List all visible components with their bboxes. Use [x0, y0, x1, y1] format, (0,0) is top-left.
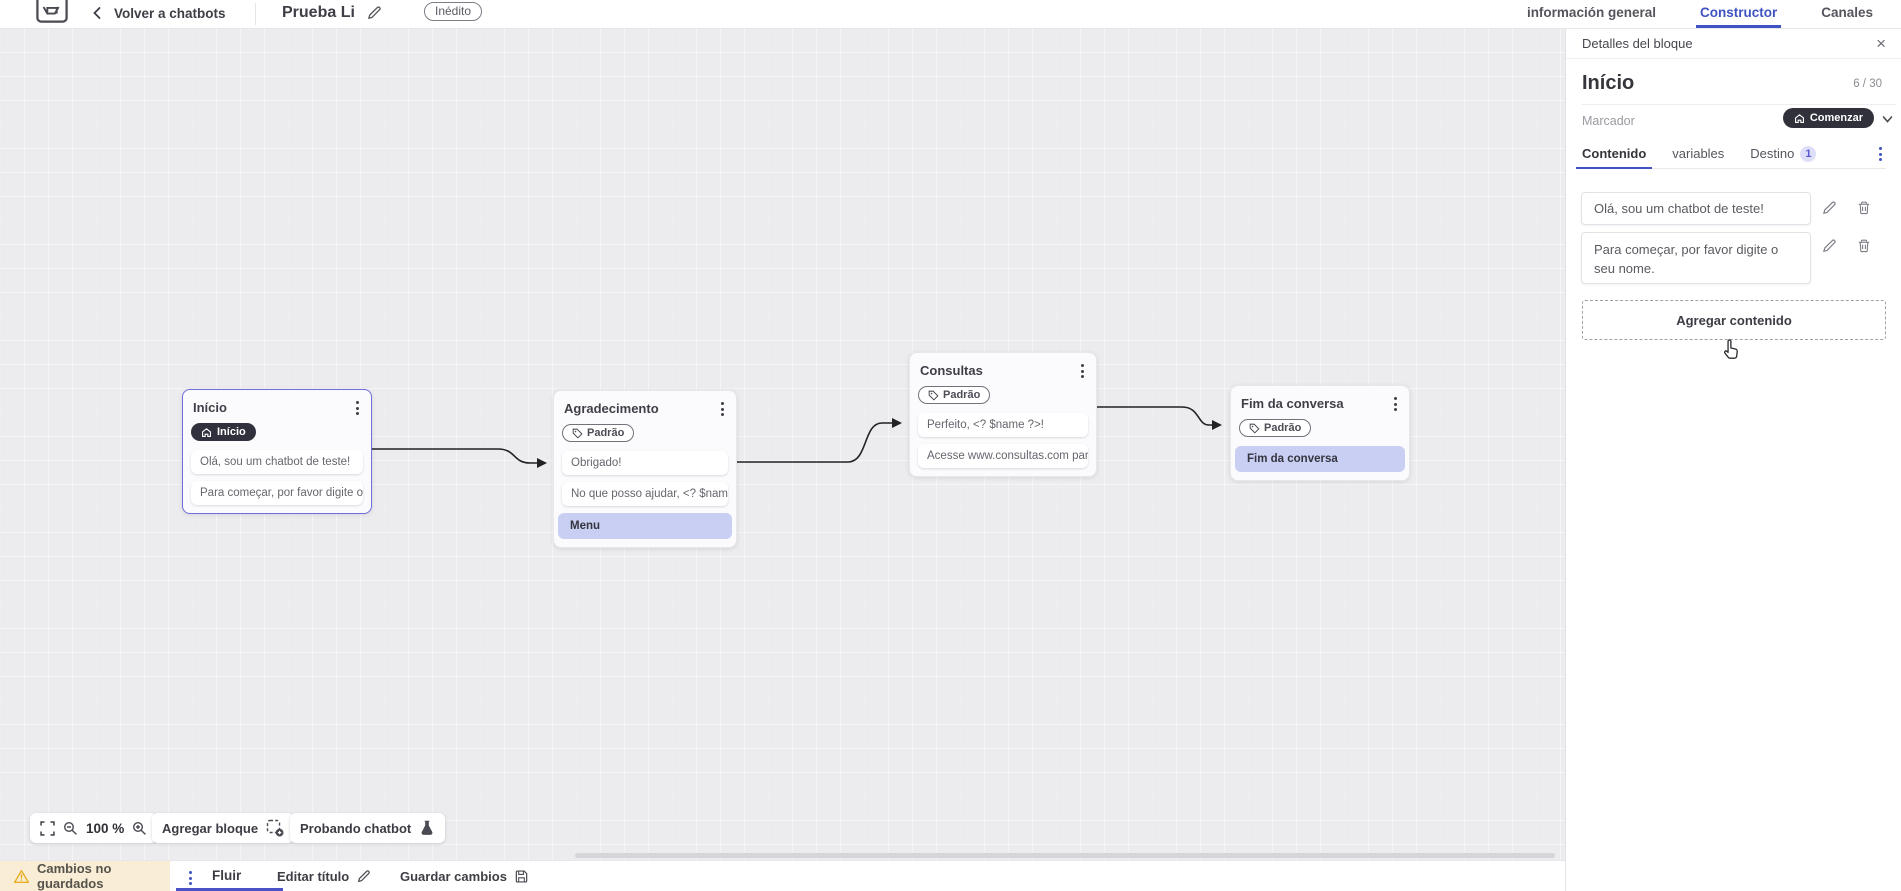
tag-icon — [572, 428, 583, 439]
chevron-down-icon[interactable] — [1882, 115, 1893, 124]
block-message-row[interactable]: Olá, sou um chatbot de teste! — [191, 449, 363, 474]
bottom-bar: Cambios no guardados Fluir Editar título… — [0, 860, 1565, 891]
block-message-row[interactable]: Para começar, por favor digite o … — [191, 480, 363, 505]
status-badge: Inédito — [424, 2, 483, 21]
panel-menu-icon[interactable] — [1875, 144, 1886, 164]
flow-block-fim[interactable]: Fim da conversa Padrão Fim da conversa — [1230, 385, 1410, 481]
tab-destino[interactable]: Destino 1 — [1750, 140, 1817, 168]
header-divider — [255, 3, 256, 25]
save-icon — [514, 869, 529, 884]
flow-canvas[interactable]: Início Início Olá, sou um chatbot de tes… — [0, 28, 1565, 861]
type-badge: Padrão — [1239, 419, 1312, 438]
block-details-panel: Detalles del bloque × Início 6 / 30 Marc… — [1565, 28, 1901, 891]
add-content-button[interactable]: Agregar contenido — [1582, 300, 1886, 340]
zoom-in-icon[interactable] — [132, 821, 147, 836]
panel-divider — [1582, 104, 1896, 105]
block-title: Início — [193, 400, 227, 415]
home-icon — [1794, 113, 1804, 123]
type-badge: Padrão — [918, 386, 991, 405]
block-message-row[interactable]: Perfeito, <? $name ?>! — [918, 412, 1088, 437]
block-menu-icon[interactable] — [717, 399, 728, 419]
flow-block-consultas[interactable]: Consultas Padrão Perfeito, <? $name ?>! … — [909, 352, 1097, 477]
zoom-level: 100 % — [86, 820, 125, 836]
block-counter: 6 / 30 — [1853, 78, 1882, 90]
marker-value-pill[interactable]: Comenzar — [1782, 108, 1874, 128]
edit-title-button[interactable]: Editar título — [277, 861, 371, 891]
type-badge: Padrão — [562, 424, 635, 443]
edit-title-pencil-icon[interactable] — [366, 5, 382, 21]
add-block-icon — [266, 819, 284, 837]
block-menu-icon[interactable] — [1077, 361, 1088, 381]
block-menu-row[interactable]: Menu — [558, 512, 732, 539]
delete-content-trash-icon[interactable] — [1856, 200, 1872, 216]
app-logo-icon — [36, 0, 68, 23]
flow-block-inicio[interactable]: Início Início Olá, sou um chatbot de tes… — [182, 389, 372, 514]
edit-content-pencil-icon[interactable] — [1821, 200, 1837, 216]
start-badge: Início — [191, 423, 256, 442]
back-to-chatbots-link[interactable]: Volver a chatbots — [114, 6, 226, 21]
fullscreen-icon[interactable] — [40, 820, 55, 836]
tab-flow[interactable]: Fluir — [212, 868, 242, 883]
content-item[interactable]: Para começar, por favor digite o seu nom… — [1581, 232, 1811, 284]
back-chevron-icon[interactable] — [92, 7, 102, 19]
pencil-icon — [356, 869, 371, 884]
unsaved-changes-notice: Cambios no guardados — [0, 861, 170, 891]
block-title: Fim da conversa — [1241, 396, 1344, 411]
tab-general-info[interactable]: información general — [1526, 5, 1656, 20]
chatbot-title: Prueba Li — [282, 4, 355, 21]
block-message-row[interactable]: Obrigado! — [562, 450, 728, 475]
active-tab-underline — [176, 888, 283, 891]
block-message-row[interactable]: Acesse www.consultas.com par… — [918, 443, 1088, 468]
block-menu-icon[interactable] — [352, 398, 363, 418]
tab-contenido[interactable]: Contenido — [1575, 140, 1653, 169]
zoom-out-icon[interactable] — [63, 821, 78, 836]
block-message-row[interactable]: No que posso ajudar, <? $name … — [562, 481, 728, 506]
zoom-toolbar: 100 % — [30, 813, 158, 843]
panel-title: Detalles del bloque — [1582, 35, 1693, 51]
block-menu-icon[interactable] — [1390, 394, 1401, 414]
block-title: Consultas — [920, 363, 983, 378]
content-item[interactable]: Olá, sou um chatbot de teste! — [1581, 192, 1811, 225]
top-header: Volver a chatbots Prueba Li Inédito info… — [0, 0, 1901, 29]
block-end-row[interactable]: Fim da conversa — [1235, 445, 1405, 472]
top-tab-bar: información general Constructor Canales — [1523, 0, 1877, 28]
tab-channels[interactable]: Canales — [1821, 5, 1873, 20]
flow-block-agradecimento[interactable]: Agradecimento Padrão Obrigado! No que po… — [553, 390, 737, 548]
block-title: Agradecimento — [564, 401, 659, 416]
add-block-button[interactable]: Agregar bloque — [152, 813, 295, 843]
home-icon — [202, 427, 211, 437]
tag-icon — [928, 390, 939, 401]
marker-label: Marcador — [1582, 114, 1635, 128]
close-icon[interactable]: × — [1876, 33, 1886, 53]
flask-icon — [419, 820, 435, 836]
edit-content-pencil-icon[interactable] — [1821, 238, 1837, 254]
delete-content-trash-icon[interactable] — [1856, 238, 1872, 254]
tab-variables[interactable]: variables — [1672, 146, 1725, 161]
tag-icon — [1249, 423, 1260, 434]
selected-block-name: Início — [1582, 72, 1635, 94]
horizontal-scrollbar[interactable] — [575, 853, 1555, 858]
test-chatbot-button[interactable]: Probando chatbot — [290, 813, 446, 843]
destino-count-badge: 1 — [1800, 146, 1817, 162]
save-changes-button[interactable]: Guardar cambios — [400, 861, 529, 891]
warning-icon — [14, 869, 29, 883]
tab-constructor[interactable]: Constructor — [1695, 0, 1782, 28]
panel-tab-bar: Contenido variables Destino 1 — [1575, 140, 1886, 169]
flow-menu-icon[interactable] — [185, 868, 196, 888]
